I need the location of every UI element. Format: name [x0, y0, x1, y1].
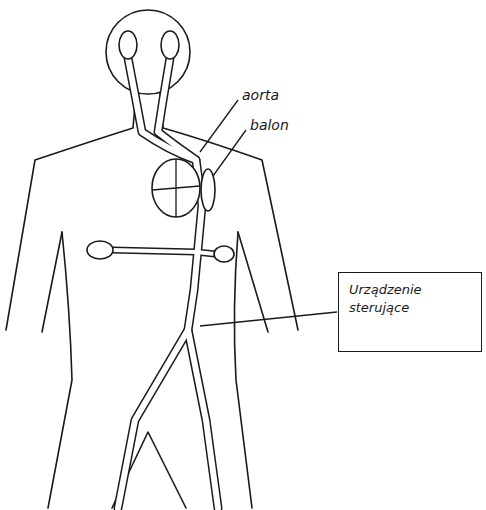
head-organ-left	[119, 31, 137, 59]
left-arm-outer	[6, 93, 136, 330]
vessels	[112, 58, 218, 508]
head-organ-right	[161, 31, 179, 59]
aorta-leader	[200, 100, 238, 152]
left-arm-inner	[42, 232, 62, 332]
control-unit-box: Urządzenie sterujące	[338, 272, 482, 352]
balloon-leader	[213, 130, 246, 176]
head-outline	[106, 10, 190, 94]
catheter-line	[200, 312, 337, 326]
heart-chambers	[152, 159, 200, 217]
kidney-right	[214, 246, 234, 262]
part-label: balon	[248, 116, 291, 135]
heart	[152, 159, 200, 217]
right-arm-inner	[238, 232, 268, 332]
right-torso-leg	[234, 232, 252, 508]
kidney-left	[87, 241, 113, 259]
box-text: Urządzenie sterujące	[349, 281, 471, 316]
left-torso-leg	[48, 232, 72, 508]
part-label: aorta	[240, 86, 281, 105]
